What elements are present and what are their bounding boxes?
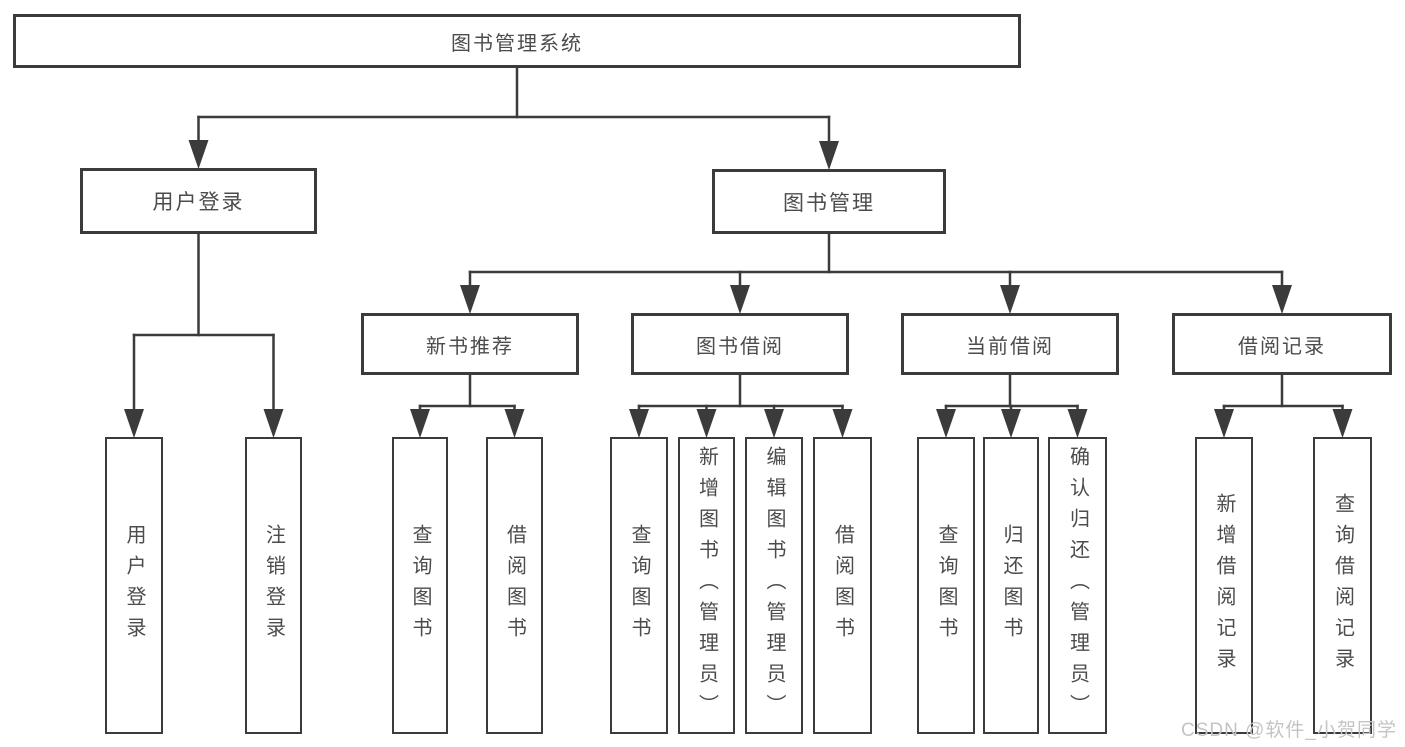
node-label: 用户登录 <box>123 523 145 648</box>
arrowhead-icon <box>764 409 784 438</box>
arrowhead-icon <box>410 409 430 438</box>
node-label: 查询借阅记录 <box>1331 492 1354 679</box>
arrowhead-icon <box>460 285 480 314</box>
node-book-mgmt: 图书管理 <box>712 169 946 234</box>
node-label: 图书借阅 <box>696 335 784 358</box>
node-leaf-bb-borrow: 借阅图书 <box>813 437 872 734</box>
arrowhead-icon <box>1067 409 1088 438</box>
node-leaf-nbr-query: 查询图书 <box>392 437 448 734</box>
node-label: 查询图书 <box>935 523 957 648</box>
node-leaf-cb-confirm: 确认归还（管理员） <box>1048 437 1107 734</box>
arrowhead-icon <box>696 409 717 438</box>
arrowhead-icon <box>1001 409 1021 438</box>
node-label: 查询图书 <box>409 523 431 648</box>
arrowhead-icon <box>1332 409 1353 438</box>
node-label: 确认归还（管理员） <box>1066 446 1089 725</box>
node-label: 注销登录 <box>262 523 285 648</box>
arrowhead-icon <box>1000 285 1020 314</box>
node-label: 新增图书（管理员） <box>695 446 718 725</box>
node-leaf-user-login: 用户登录 <box>105 437 163 734</box>
arrowhead-icon <box>504 409 525 438</box>
node-leaf-cb-query: 查询图书 <box>917 437 975 734</box>
node-label: 借阅图书 <box>503 523 526 648</box>
node-new-book-rec: 新书推荐 <box>361 313 579 375</box>
node-label: 编辑图书（管理员） <box>763 446 785 725</box>
arrowhead-icon <box>1214 409 1234 438</box>
arrowhead-icon <box>819 141 839 170</box>
node-leaf-br-add: 新增借阅记录 <box>1195 437 1253 734</box>
node-label: 图书管理系统 <box>451 32 583 55</box>
node-leaf-bb-add: 新增图书（管理员） <box>678 437 735 734</box>
arrowhead-icon <box>188 140 209 169</box>
arrowhead-icon <box>629 409 649 438</box>
node-label: 借阅记录 <box>1238 335 1326 358</box>
node-root: 图书管理系统 <box>13 14 1021 68</box>
node-label: 借阅图书 <box>831 523 854 648</box>
node-leaf-logout: 注销登录 <box>245 437 302 734</box>
watermark-text: CSDN @软件_小贺同学 <box>1181 720 1397 741</box>
node-label: 归还图书 <box>1000 523 1022 648</box>
node-leaf-bb-edit: 编辑图书（管理员） <box>745 437 803 734</box>
node-label: 查询图书 <box>628 523 650 648</box>
node-leaf-br-query: 查询借阅记录 <box>1313 437 1372 734</box>
arrowhead-icon <box>1272 285 1292 314</box>
node-book-borrow: 图书借阅 <box>631 313 849 375</box>
node-label: 图书管理 <box>783 191 875 215</box>
node-label: 新增借阅记录 <box>1213 492 1235 679</box>
node-leaf-cb-return: 归还图书 <box>983 437 1039 734</box>
node-label: 新书推荐 <box>426 335 514 358</box>
arrowhead-icon <box>730 285 750 314</box>
node-label: 用户登录 <box>152 191 245 214</box>
arrowhead-icon <box>936 409 956 438</box>
node-leaf-nbr-borrow: 借阅图书 <box>486 437 543 734</box>
node-label: 当前借阅 <box>966 335 1054 358</box>
node-leaf-bb-query: 查询图书 <box>610 437 668 734</box>
arrowhead-icon <box>832 409 853 438</box>
arrowhead-icon <box>263 409 284 438</box>
node-cur-borrow: 当前借阅 <box>901 313 1119 375</box>
node-borrow-rec: 借阅记录 <box>1172 313 1392 375</box>
arrowhead-icon <box>124 409 144 438</box>
node-user-login: 用户登录 <box>80 168 317 234</box>
